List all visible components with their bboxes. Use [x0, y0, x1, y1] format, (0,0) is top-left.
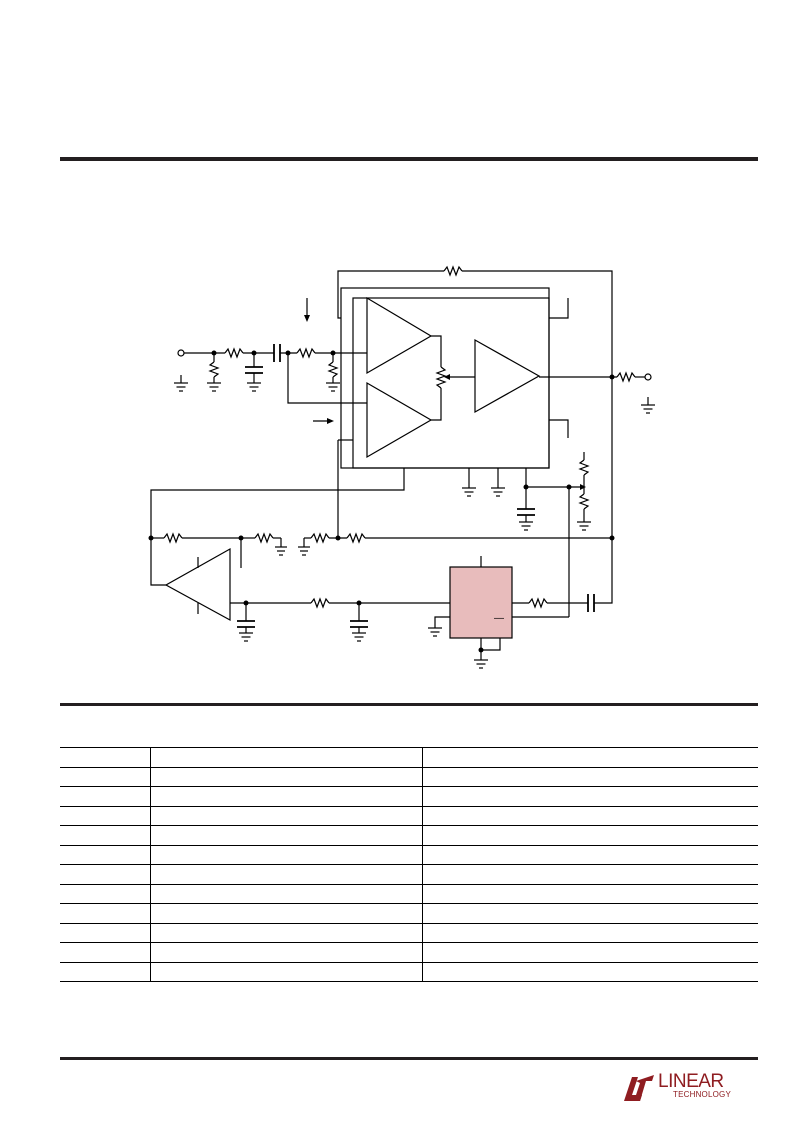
potentiometer [435, 366, 447, 389]
table-row [60, 922, 758, 924]
logo-wordmark: LINEAR [658, 1071, 724, 1092]
lt-logo-icon [624, 1075, 654, 1101]
table-row [60, 786, 758, 787]
ic-outer-box [340, 287, 550, 469]
highlight-block [449, 566, 513, 639]
top-feedback-wire [337, 270, 444, 319]
table-row [60, 805, 758, 807]
ic-inner-box [352, 297, 550, 469]
table-row [60, 766, 758, 768]
table-row [60, 844, 758, 846]
amp-lower [366, 381, 433, 459]
table-row [60, 864, 758, 865]
output-resistor [616, 371, 636, 383]
table-column-divider [422, 747, 423, 981]
company-logo: LINEAR TECHNOLOGY [620, 1071, 760, 1105]
section-rule [60, 703, 758, 706]
circuit-schematic [148, 265, 655, 669]
logo-subtitle: TECHNOLOGY [673, 1090, 732, 1099]
table-row [60, 825, 758, 826]
output-terminal [644, 373, 652, 381]
table-row [60, 883, 758, 885]
amp-upper [366, 296, 433, 375]
highlight-block-label: — [494, 613, 504, 624]
top-feedback-resistor [443, 265, 463, 277]
amp-output [474, 338, 541, 414]
input-terminal [177, 349, 185, 357]
table-column-divider [150, 747, 151, 981]
table-row [60, 747, 758, 748]
table-row [60, 961, 758, 963]
header-rule [60, 157, 758, 161]
table-row [60, 942, 758, 943]
footer-rule [60, 1057, 758, 1060]
table-row [60, 903, 758, 904]
table-row [60, 981, 758, 982]
